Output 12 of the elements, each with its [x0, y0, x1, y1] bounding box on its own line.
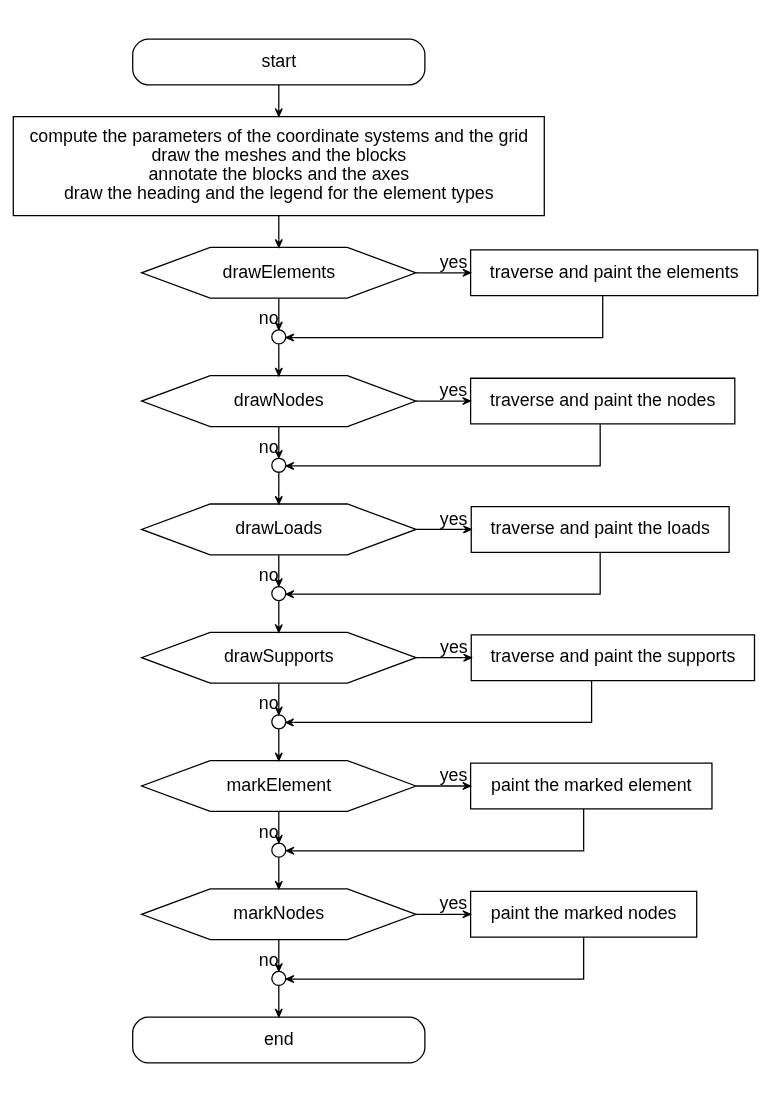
edge-label: no	[258, 693, 279, 714]
edge-label: no	[258, 436, 279, 457]
edge-label: yes	[439, 508, 468, 529]
edge-label: yes	[439, 380, 468, 401]
edge-label: yes	[439, 893, 468, 914]
edge-label: yes	[439, 251, 468, 272]
edge-label: no	[258, 565, 279, 586]
edge-label: yes	[439, 765, 468, 786]
edge-label: no	[258, 308, 279, 329]
edge-label: no	[258, 949, 279, 970]
edge-label: no	[258, 821, 279, 842]
edge-label: yes	[440, 636, 468, 657]
